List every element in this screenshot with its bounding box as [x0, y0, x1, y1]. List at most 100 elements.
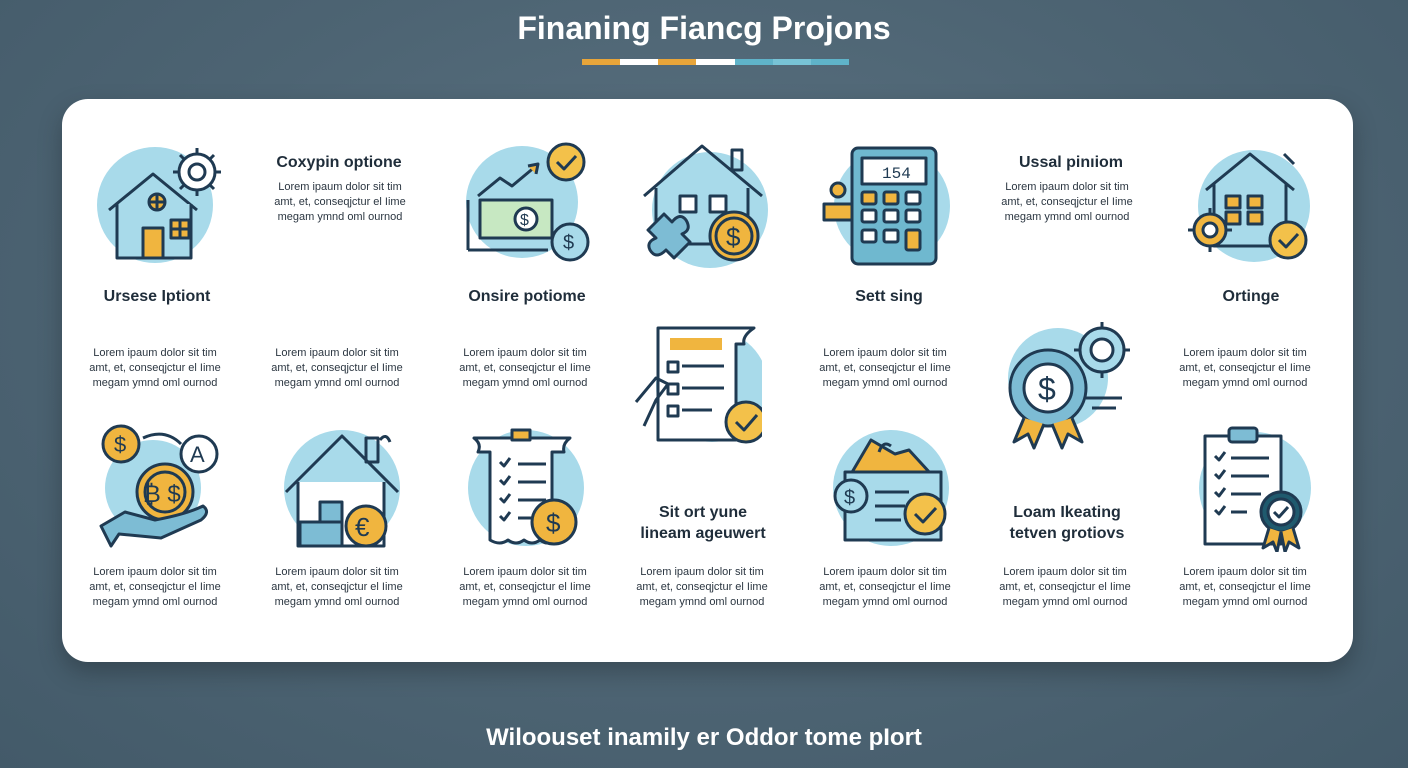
body-text: Lorem ipaum dolor sit tim amt, et, conse… [252, 565, 422, 610]
svg-text:154: 154 [882, 165, 911, 183]
heading-ortinge: Ortinge [1222, 288, 1280, 305]
body-line: amt, et, conseqjctur el Iime [89, 362, 221, 374]
body-line: Lorem ipaum dolor sit tim [1183, 566, 1307, 578]
heading-sett-sing: Sett sing [855, 288, 923, 305]
body-line: amt, et, conseqjctur el Iime [459, 581, 591, 593]
body-line: megam ymnd oml ournod [1182, 377, 1308, 389]
heading-line: tetven grotiovs [1009, 525, 1125, 542]
wallet-check-icon: $ [833, 430, 949, 546]
house-gear-check-icon [1188, 150, 1310, 262]
body-line: Lorem ipaum dolor sit tim [823, 566, 947, 578]
body-text: Lorem ipaum dolor sit tim amt, et, conse… [440, 565, 610, 610]
body-line: amt, et, conseqjctur el Iime [271, 581, 403, 593]
svg-text:₿ $: ₿ $ [143, 481, 181, 508]
body-line: amt, et, conseqjctur el Iime [636, 581, 768, 593]
body-line: Lorem ipaum dolor sit tim [93, 347, 217, 359]
body-line: Lorem ipaum dolor sit tim [1005, 181, 1129, 193]
calculator-icon: 154 [822, 146, 950, 266]
heading-loam-ikeating: Loam Ikeating tetven grotiovs [972, 502, 1162, 544]
underline-segment [582, 59, 621, 65]
body-line: amt, et, conseqjctur el Iime [1001, 196, 1133, 208]
body-line: amt, et, conseqjctur el Iime [819, 362, 951, 374]
body-line: amt, et, conseqjctur el Iime [1179, 581, 1311, 593]
body-line: megam ymnd oml ournod [277, 211, 403, 223]
body-line: megam ymnd oml ournod [822, 377, 948, 389]
body-line: Lorem ipaum dolor sit tim [1183, 347, 1307, 359]
body-text: Lorem ipaum dolor sit tim amt, et, conse… [617, 565, 787, 610]
body-line: Lorem ipaum dolor sit tim [1003, 566, 1127, 578]
body-line: megam ymnd oml ournod [1002, 596, 1128, 608]
body-text: Lorem ipaum dolor sit tim amt, et, conse… [70, 346, 240, 391]
body-line: amt, et, conseqjctur el Iime [819, 581, 951, 593]
page-title: Finaning Fiancg Projons [517, 10, 891, 46]
house-gear-icon [97, 147, 221, 263]
body-text: Lorem ipaum dolor sit tim amt, et, conse… [255, 180, 425, 225]
body-text: Lorem ipaum dolor sit tim amt, et, conse… [252, 346, 422, 391]
document-check-icon [634, 326, 762, 444]
body-line: Lorem ipaum dolor sit tim [275, 566, 399, 578]
body-line: megam ymnd oml ournod [1004, 211, 1130, 223]
footer-caption: Wiloouset inamily er Oddor tome pIort [486, 724, 922, 751]
body-text: Lorem ipaum dolor sit tim amt, et, conse… [982, 180, 1152, 225]
body-line: megam ymnd oml ournod [639, 596, 765, 608]
body-line: amt, et, conseqjctur el Iime [1179, 362, 1311, 374]
checklist-dollar-icon: $ [468, 428, 584, 546]
body-line: megam ymnd oml ournod [92, 596, 218, 608]
svg-text:$: $ [520, 212, 529, 229]
underline-segment [810, 59, 849, 65]
heading-line: lineam ageuwert [640, 525, 766, 542]
heading-coxypin-option: Coxypin optione [276, 154, 402, 171]
body-text: Lorem ipaum dolor sit tim amt, et, conse… [980, 565, 1150, 610]
house-euro-icon: € [284, 430, 400, 548]
hand-coin-exchange-icon: $ A ₿ $ [99, 424, 219, 548]
body-text: Lorem ipaum dolor sit tim amt, et, conse… [440, 346, 610, 391]
clipboard-award-icon [1199, 426, 1311, 552]
underline-segment [620, 59, 659, 65]
body-line: Lorem ipaum dolor sit tim [463, 347, 587, 359]
svg-text:$: $ [844, 487, 855, 509]
body-line: Lorem ipaum dolor sit tim [823, 347, 947, 359]
heading-ursese-iptiont: Ursese Iptiont [103, 288, 211, 305]
body-text: Lorem ipaum dolor sit tim amt, et, conse… [1160, 565, 1330, 610]
body-text: Lorem ipaum dolor sit tim amt, et, conse… [70, 565, 240, 610]
body-line: megam ymnd oml ournod [462, 377, 588, 389]
title-underline [582, 59, 849, 65]
heading-onsire-potiome: Onsire potiome [468, 288, 586, 305]
underline-segment [658, 59, 697, 65]
body-line: megam ymnd oml ournod [462, 596, 588, 608]
money-trend-icon: $ $ [466, 142, 590, 262]
heading-line: Loam Ikeating [1013, 504, 1121, 521]
body-line: Lorem ipaum dolor sit tim [278, 181, 402, 193]
body-text: Lorem ipaum dolor sit tim amt, et, conse… [800, 346, 970, 391]
body-line: megam ymnd oml ournod [822, 596, 948, 608]
heading-line: Sit ort yune [658, 504, 747, 521]
underline-segment [696, 59, 735, 65]
body-line: Lorem ipaum dolor sit tim [640, 566, 764, 578]
body-line: amt, et, conseqjctur el Iime [271, 362, 403, 374]
body-line: megam ymnd oml ournod [274, 377, 400, 389]
body-line: Lorem ipaum dolor sit tim [463, 566, 587, 578]
body-line: Lorem ipaum dolor sit tim [275, 347, 399, 359]
body-line: amt, et, conseqjctur el Iime [999, 581, 1131, 593]
svg-text:$: $ [726, 222, 741, 252]
house-puzzle-coin-icon: $ [643, 144, 768, 268]
body-line: megam ymnd oml ournod [92, 377, 218, 389]
svg-text:$: $ [1038, 371, 1056, 407]
body-line: Lorem ipaum dolor sit tim [93, 566, 217, 578]
heading-sit-ort-yune: Sit ort yune lineam ageuwert [608, 502, 798, 544]
body-text: Lorem ipaum dolor sit tim amt, et, conse… [800, 565, 970, 610]
badge-dollar-gear-icon: $ [1008, 322, 1130, 450]
body-line: amt, et, conseqjctur el Iime [274, 196, 406, 208]
svg-text:€: € [355, 512, 370, 542]
underline-segment [772, 59, 811, 65]
svg-text:A: A [190, 442, 205, 467]
underline-segment [734, 59, 773, 65]
heading-ussal-pinion: Ussal pinıiom [1018, 154, 1124, 171]
svg-text:$: $ [114, 432, 126, 457]
svg-text:$: $ [546, 508, 561, 538]
body-line: megam ymnd oml ournod [274, 596, 400, 608]
body-line: amt, et, conseqjctur el Iime [89, 581, 221, 593]
svg-text:$: $ [563, 232, 574, 254]
body-line: megam ymnd oml ournod [1182, 596, 1308, 608]
body-text: Lorem ipaum dolor sit tim amt, et, conse… [1160, 346, 1330, 391]
